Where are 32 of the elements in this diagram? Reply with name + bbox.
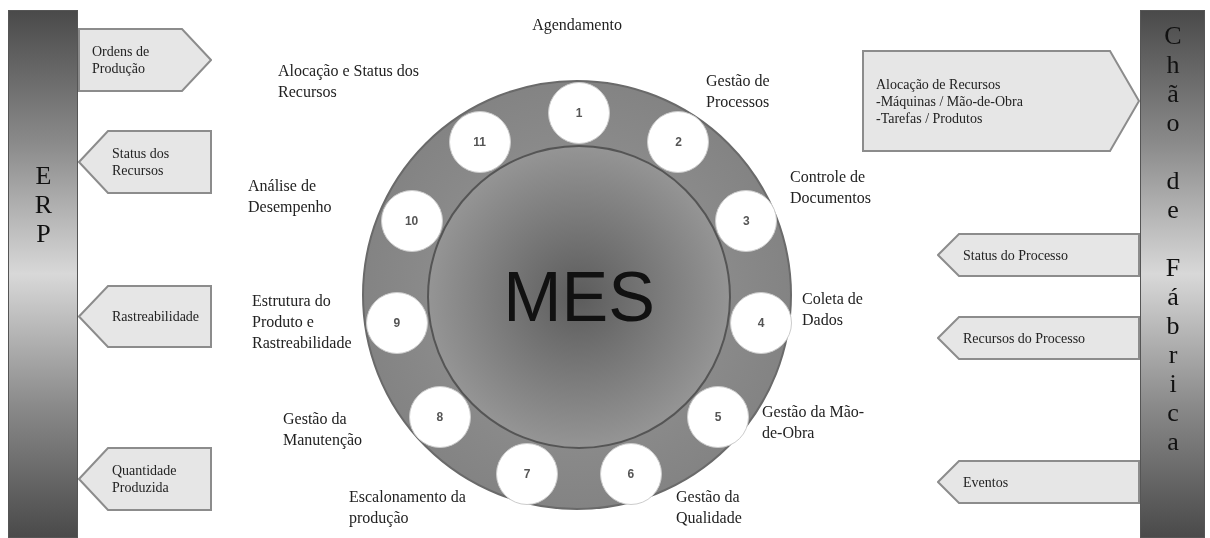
function-label: Gestão da Manutenção [283,409,364,450]
arrow-box: Quantidade Produzida [78,447,212,511]
function-label: Escalonamento da produção [349,487,467,528]
number-circle: 3 [715,189,778,252]
function-label: Agendamento [531,15,623,35]
function-label: Análise de Desempenho [248,176,333,217]
function-label: Gestão da Mão-de-Obra [762,402,866,443]
function-label: Alocação e Status dos Recursos [278,61,420,102]
side-bar: ERP [8,10,78,538]
arrow-box: Ordens de Produção [78,28,212,92]
number-circle: 5 [687,386,750,449]
number-circle: 7 [496,442,559,505]
arrow-box: Status dos Recursos [78,130,212,194]
arrow-box: Eventos [937,460,1140,504]
function-label: Coleta de Dados [802,289,864,330]
function-label: Gestão de Processos [706,71,771,112]
number-circle: 1 [548,82,610,144]
arrow-box: Rastreabilidade [78,285,212,348]
number-circle: 4 [730,292,793,355]
function-label: Gestão da Qualidade [676,487,743,528]
number-circle: 8 [408,386,471,449]
arrow-box: Alocação de Recursos -Máquinas / Mão-de-Obra -Tarefas / Produtos [862,50,1140,152]
arrow-box: Recursos do Processo [937,316,1140,360]
number-circle: 11 [448,111,511,174]
number-circle: 6 [599,442,662,505]
number-circle: 9 [365,292,428,355]
arrow-box: Status do Processo [937,233,1140,277]
function-label: Estrutura do Produto e Rastreabilidade [252,291,353,353]
side-bar: Chão de Fábrica [1140,10,1205,538]
function-label: Controle de Documentos [790,167,872,208]
number-circle: 10 [380,189,443,252]
number-circle: 2 [647,111,710,174]
